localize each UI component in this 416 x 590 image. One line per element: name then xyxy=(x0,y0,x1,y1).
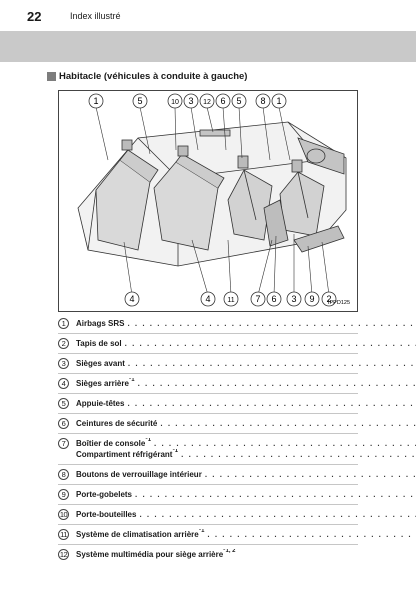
item-label: Porte-bouteilles xyxy=(76,510,137,519)
footnote-marker: *1 xyxy=(128,378,135,383)
footnote-marker: *1 xyxy=(198,529,205,534)
callout-number: 2 xyxy=(326,294,331,304)
callout-number: 12 xyxy=(203,99,211,106)
callout-top-1: 1 xyxy=(88,93,104,109)
section-marker-icon xyxy=(47,71,56,81)
callout-number: 6 xyxy=(271,294,276,304)
callout-bottom-4: 4 xyxy=(124,291,140,307)
page-header: 22 Index illustré xyxy=(0,0,416,34)
callout-number: 8 xyxy=(260,96,265,106)
callout-top-6: 6 xyxy=(215,93,231,109)
item-number-badge: 1 xyxy=(58,318,69,329)
dot-leader xyxy=(181,449,416,460)
item-number-badge: 12 xyxy=(58,549,69,560)
dot-leader xyxy=(127,398,416,409)
dot-leader xyxy=(127,318,416,329)
callout-number: 10 xyxy=(171,99,179,106)
callout-number: 4 xyxy=(205,294,210,304)
item-label: Sièges avant xyxy=(76,359,125,368)
item-number-badge: 2 xyxy=(58,338,69,349)
callout-number: 11 xyxy=(227,297,234,304)
callout-top-8: 8 xyxy=(255,93,271,109)
callout-bottom-11: 11 xyxy=(223,291,239,307)
item-label: Porte-gobelets xyxy=(76,490,133,499)
callout-number: 3 xyxy=(291,294,296,304)
callout-number: 1 xyxy=(93,96,98,106)
item-label: Système de climatisation arrière*1 xyxy=(76,529,205,539)
item-number-badge: 4 xyxy=(58,378,69,389)
dot-leader xyxy=(125,338,416,349)
header-title: Index illustré xyxy=(70,11,121,21)
page-number: 22 xyxy=(27,9,42,24)
item-label: Tapis de sol xyxy=(76,339,122,348)
item-label: Boutons de verrouillage intérieur xyxy=(76,470,202,479)
callout-bottom-9: 9 xyxy=(304,291,320,307)
callout-number: 5 xyxy=(137,96,142,106)
callout-top-12: 12 xyxy=(199,93,215,109)
callout-top-5: 5 xyxy=(132,93,148,109)
callout-bottom-2: 2 xyxy=(321,291,337,307)
item-label: Compartiment réfrigérant*1 xyxy=(76,449,179,459)
callout-number: 6 xyxy=(220,96,225,106)
callout-number: 9 xyxy=(309,294,314,304)
callout-bottom-3: 3 xyxy=(286,291,302,307)
item-label: Airbags SRS xyxy=(76,319,125,328)
illustration-code: IPPD125 xyxy=(328,300,350,306)
item-label: Système multimédia pour siège arrière*1,… xyxy=(76,549,236,559)
callout-number: 5 xyxy=(236,96,241,106)
dot-leader xyxy=(135,489,416,500)
dot-leader xyxy=(207,529,416,540)
callout-top-1: 1 xyxy=(271,93,287,109)
section-heading: Habitacle (véhicules à conduite à gauche… xyxy=(47,69,247,83)
dot-leader xyxy=(139,509,416,520)
callout-number: 7 xyxy=(255,294,260,304)
item-number-badge: 8 xyxy=(58,469,69,480)
item-number-badge: 5 xyxy=(58,398,69,409)
dot-leader xyxy=(154,438,416,449)
callout-number: 3 xyxy=(188,96,193,106)
item-label: Ceintures de sécurité xyxy=(76,419,158,428)
header-band xyxy=(0,31,416,62)
callout-top-3: 3 xyxy=(183,93,199,109)
item-number-badge: 11 xyxy=(58,529,69,540)
callout-number: 4 xyxy=(129,294,134,304)
dot-leader xyxy=(160,418,416,429)
item-number-badge: 3 xyxy=(58,358,69,369)
dot-leader xyxy=(128,358,416,369)
dot-leader xyxy=(138,378,416,389)
callout-number: 1 xyxy=(276,96,281,106)
footnote-marker: *1 xyxy=(145,438,152,443)
list-item: 12 Système multimédia pour siège arrière*… xyxy=(58,544,358,564)
item-number-badge: 7 xyxy=(58,438,69,449)
section-title: Habitacle (véhicules à conduite à gauche… xyxy=(59,70,248,82)
footnote-marker: *1, 2 xyxy=(223,549,236,554)
dot-leader xyxy=(205,469,416,480)
item-number-badge: 9 xyxy=(58,489,69,500)
item-label: Sièges arrière*1 xyxy=(76,378,135,388)
callout-top-10: 10 xyxy=(167,93,183,109)
callout-top-5: 5 xyxy=(231,93,247,109)
item-number-badge: 10 xyxy=(58,509,69,520)
callout-bottom-4: 4 xyxy=(200,291,216,307)
item-number-badge: 6 xyxy=(58,418,69,429)
callout-bottom-7: 7 xyxy=(250,291,266,307)
item-label: Boîtier de console*1 xyxy=(76,438,152,448)
callout-bottom-6: 6 xyxy=(266,291,282,307)
item-label: Appuie-têtes xyxy=(76,399,125,408)
footnote-marker: *1 xyxy=(172,449,179,454)
